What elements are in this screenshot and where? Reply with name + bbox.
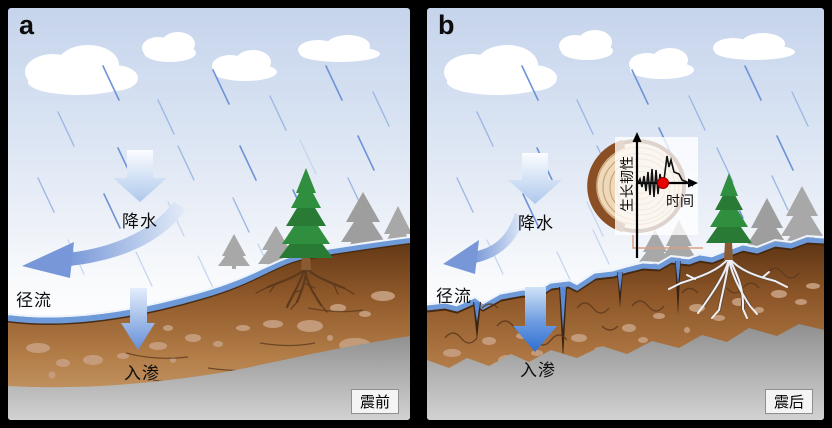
inset-y-axis-label: 生长韧性 [619, 156, 635, 212]
inset-x-axis-label: 时间 [666, 193, 694, 209]
tree-icon [279, 168, 333, 270]
panel-after-earthquake: b 降水 径流 入渗 生长韧性 时间 震后 [427, 8, 824, 420]
stage-badge-before: 震前 [350, 389, 399, 414]
cloud-icon [25, 32, 380, 95]
stage-badge-after: 震后 [764, 389, 813, 414]
tree-ring-inset [587, 132, 698, 258]
infiltration-label: 入渗 [520, 361, 556, 380]
runoff-label: 径流 [16, 291, 52, 310]
scene-after [427, 30, 824, 420]
soil-pebbles [26, 291, 395, 379]
infiltration-arrow-icon [121, 288, 155, 350]
scene-before [8, 32, 410, 420]
runoff-label: 径流 [436, 287, 472, 306]
surface-water-layer [8, 236, 410, 324]
runoff-arrow-icon [22, 202, 186, 278]
inset-connector-line [632, 235, 703, 249]
inset-plot-background [615, 137, 698, 235]
precipitation-label: 降水 [518, 214, 554, 233]
panel-before-earthquake: a 降水 径流 入渗 震前 [8, 8, 410, 420]
panel-letter: b [438, 10, 455, 40]
tree-roots-icon [255, 266, 355, 313]
precipitation-arrow-icon [508, 153, 562, 204]
panel-letter: a [19, 10, 35, 40]
infiltration-label: 入渗 [124, 364, 160, 383]
runoff-arrow-icon [443, 213, 525, 274]
bedrock-layer [427, 324, 824, 420]
precipitation-arrow-icon [113, 150, 167, 202]
rain-icon [456, 65, 809, 287]
infiltration-arrow-icon [513, 287, 557, 352]
soil-crack [473, 261, 681, 360]
bedrock-layer [8, 336, 410, 420]
precipitation-label: 降水 [122, 212, 158, 231]
tree-icon [706, 173, 752, 260]
cloud-icon [444, 30, 795, 95]
earthquake-marker-dot [657, 177, 669, 189]
tree-roots-icon [668, 256, 788, 319]
